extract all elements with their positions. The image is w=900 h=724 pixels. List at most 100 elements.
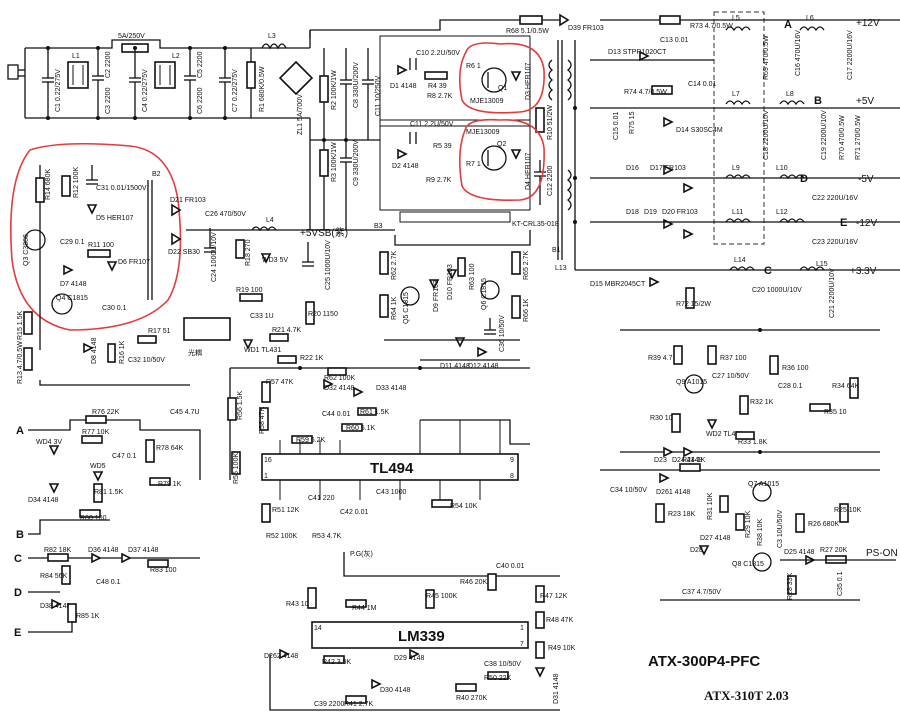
c7-label: C7 0.22/275V	[232, 69, 239, 112]
r59-resistor	[291, 435, 313, 444]
r53-label: R53 4.7K	[312, 533, 342, 540]
c45-label: C45 4.7U	[170, 409, 200, 416]
d27-label: D27 4148	[700, 535, 730, 542]
c11-drive-label: C11 2.2U/50V	[410, 121, 454, 128]
l15-label: L15	[816, 261, 828, 268]
l4-label: L4	[266, 217, 274, 224]
d4-diode	[510, 149, 522, 160]
node-e-input: E	[14, 627, 21, 639]
feedback-section: R39 4.7 R37 100 R36 100 Q9 A1015 C27 10/…	[620, 329, 880, 464]
r57-label: R57 47K	[266, 379, 294, 386]
zl1-label: ZL1 5A/700V	[297, 94, 304, 135]
junction-dots	[46, 46, 762, 454]
r14-resistor	[35, 177, 45, 203]
r64-resistor	[379, 294, 389, 318]
c25-label: C25 1000U/10V	[325, 240, 332, 290]
r43-label: R43 10	[286, 601, 309, 608]
c13-label: C13 0.01	[660, 37, 689, 44]
wd5-label: WD5	[90, 463, 106, 470]
d9-label: D9 FR103	[433, 280, 440, 312]
c20-label: C20 1000U/10V	[752, 287, 802, 294]
wd1-label: WD1 TL431	[244, 347, 281, 354]
r2-label: R2 100K/1W	[331, 70, 338, 110]
c44-label: C44 0.01	[322, 411, 351, 418]
d24-diode	[683, 446, 694, 458]
c21-label: C21 2200U/10V	[829, 268, 836, 318]
l11-inductor	[725, 218, 751, 224]
d2-diode	[397, 148, 408, 160]
q2-part-label: MJE13009	[466, 129, 500, 136]
r80-label: R80 100	[80, 515, 107, 522]
r58-label: R58 47K	[259, 406, 266, 434]
q3-transistor	[24, 229, 46, 251]
c33-label: C33 1U	[250, 313, 274, 320]
r18-resistor	[235, 239, 245, 259]
c31-label: C31 0.01/1500V	[96, 185, 147, 192]
c19-label: C19 2200U/10V	[821, 110, 828, 160]
d13-label: D13 STPR1020CT	[608, 49, 667, 56]
r59-label: R59 6.2K	[296, 437, 326, 444]
q8-label: Q8 C1815	[732, 561, 764, 568]
fuse-label: 5A/250V	[118, 33, 145, 40]
c38-label: C38 10/50V	[484, 661, 521, 668]
r41-label: R41 2.7K	[344, 701, 374, 708]
r70-label: R70 470/0.5W	[839, 115, 846, 160]
l13-label: L13	[555, 265, 567, 272]
wd3-zener	[260, 253, 272, 264]
r15-resistor	[23, 311, 33, 335]
tl494-pin16: 16	[264, 457, 272, 464]
r30-resistor	[671, 413, 681, 433]
r54-label: R54 10K	[450, 503, 478, 510]
r60-label: R60 5.1K	[346, 425, 376, 432]
l14-inductor	[729, 266, 755, 272]
r36-resistor	[769, 355, 779, 375]
q2-transistor	[481, 145, 507, 171]
l1-label: L1	[72, 53, 80, 60]
d262-diode	[279, 648, 290, 660]
d3-label: D3 HER107	[525, 63, 532, 100]
r10-label: R10 51/2W	[547, 105, 554, 140]
q6-label: Q6 C1815	[481, 278, 488, 310]
r63-resistor	[457, 257, 466, 277]
r10-resistor	[535, 107, 545, 133]
d261-diode	[659, 472, 670, 484]
r34-label: R34 64K	[832, 383, 860, 390]
c12-label: C12 2200	[547, 166, 554, 196]
r83-label: R83 100	[150, 567, 177, 574]
r15-label: R15 1.5K	[17, 310, 24, 340]
r48-resistor	[535, 611, 545, 629]
c17-label: C17 2200U/16V	[847, 30, 854, 80]
r81-label: R81 1.5K	[94, 489, 124, 496]
r3-label: R3 100K/1W	[331, 142, 338, 182]
model-title: ATX-300P4-PFC	[648, 653, 760, 670]
r40-label: R40 270K	[456, 695, 487, 702]
r62-top-resistor	[379, 251, 389, 275]
d5-label: D5 HER107	[96, 215, 133, 222]
r4-label: R4 39	[428, 83, 447, 90]
d28-label: D28	[690, 547, 703, 554]
d32-label: D32 4148	[324, 385, 354, 392]
q3-label: Q3 C3866	[23, 234, 30, 266]
r49-resistor	[535, 641, 545, 659]
output-section: R73 4.7/0.5W C13 0.01 D13 STPR1020CT R74…	[555, 11, 900, 318]
c27-label: C27 10/50V	[712, 373, 749, 380]
r82-label: R82 18K	[44, 547, 72, 554]
r20-resistor	[305, 301, 315, 325]
d11-label: D11 4148	[440, 363, 470, 370]
c18-label: C18 2200U/10V	[763, 110, 770, 160]
r75-label: R75 15	[629, 111, 636, 134]
d5-diode	[86, 204, 98, 215]
c10-label: C10 2.2U/50V	[416, 50, 460, 57]
tl494-section: R57 47K D32 4148 D33 4148 R62 100K C44 0…	[170, 367, 530, 540]
d10-label: D10 FR103	[447, 264, 454, 300]
c2-label: C2 2200	[105, 51, 112, 78]
lm339-section: P.G(灰) R43 10 R44 1M R45 100K R46 20K C4…	[264, 549, 576, 711]
wd4-label: WD4 3V	[36, 439, 62, 446]
d39-label: D39 FR103	[568, 25, 604, 32]
r22-resistor	[277, 355, 297, 364]
c3b-label: C3 10U/50V	[777, 510, 784, 548]
l2-label: L2	[172, 53, 180, 60]
r31-resistor	[719, 495, 729, 513]
d14-diode	[663, 116, 674, 128]
d15-diode	[649, 276, 660, 288]
